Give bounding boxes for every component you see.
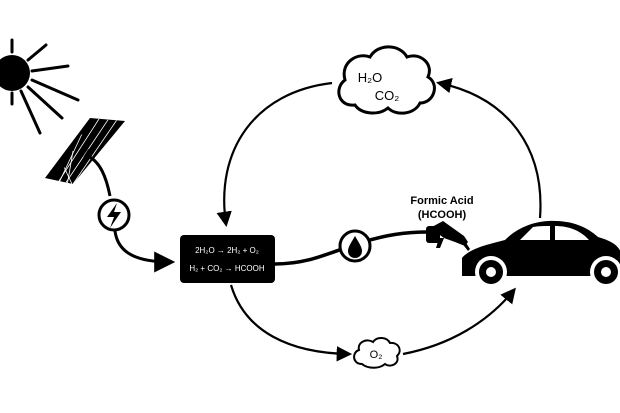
car-to-cloud-arrow <box>435 78 542 219</box>
car-icon <box>462 220 620 288</box>
oxygen-cloud-icon: O₂ <box>353 337 401 369</box>
formic-acid-title: Formic Acid <box>410 195 473 207</box>
sun-icon <box>0 38 80 135</box>
cloud-label-h2o: H₂O <box>358 70 383 85</box>
cloud-to-reactor-arrow <box>216 81 333 228</box>
panel-wire <box>87 154 112 197</box>
power-arrow <box>113 230 176 273</box>
lightning-bolt-icon <box>97 198 131 232</box>
reaction-1: 2H₂O → 2H₂ + O₂ <box>195 246 259 255</box>
cloud-icon: H₂O CO₂ <box>337 45 436 115</box>
reaction-2: H₂ + CO₂ → HCOOH <box>189 264 265 273</box>
cloud-label-co2: CO₂ <box>375 88 400 103</box>
reactor-box: 2H₂O → 2H₂ + O₂ H₂ + CO₂ → HCOOH <box>180 235 275 283</box>
droplet-icon <box>338 229 372 263</box>
fuel-nozzle-icon <box>426 221 470 251</box>
solar-panel-icon <box>45 118 125 196</box>
oxygen-to-car-arrow <box>402 287 516 356</box>
formic-acid-formula: (HCOOH) <box>418 209 467 221</box>
oxygen-label: O₂ <box>370 349 383 361</box>
reactor-to-oxygen-arrow <box>229 284 353 362</box>
